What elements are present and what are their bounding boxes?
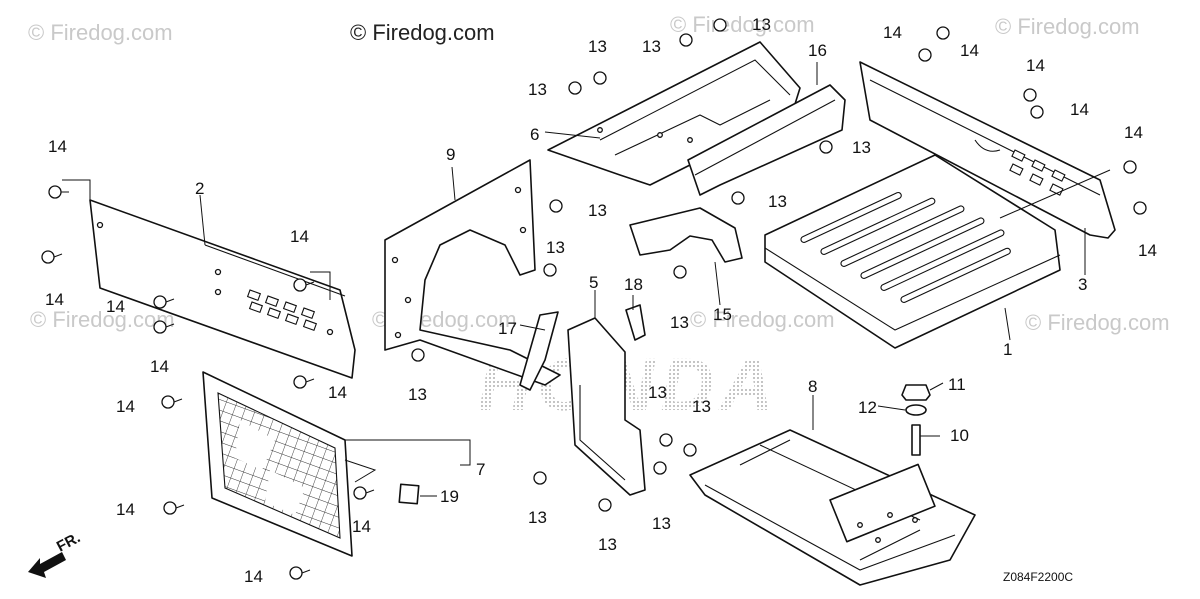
callout-13: 13 <box>588 201 607 220</box>
direction-label: FR. <box>54 529 83 555</box>
callout-13: 13 <box>652 514 671 533</box>
fastener-set <box>41 18 1147 580</box>
callout-14: 14 <box>150 357 169 376</box>
callout-14: 14 <box>244 567 263 586</box>
callout-13: 13 <box>546 238 565 257</box>
watermark: © Firedog.com <box>1025 310 1170 335</box>
callout-13: 13 <box>670 313 689 332</box>
callout-18: 18 <box>624 275 643 294</box>
leader-lines <box>62 62 1111 497</box>
right-side-panel <box>859 61 1116 239</box>
callout-13: 13 <box>408 385 427 404</box>
callout-14: 14 <box>1070 100 1089 119</box>
callout-14: 14 <box>352 517 371 536</box>
callout-13: 13 <box>642 37 661 56</box>
callout-13: 13 <box>852 138 871 157</box>
callout-15: 15 <box>713 305 732 324</box>
callout-13: 13 <box>768 192 787 211</box>
callout-7: 7 <box>476 460 485 479</box>
callout-13: 13 <box>692 397 711 416</box>
callout-14: 14 <box>116 397 135 416</box>
callout-14: 14 <box>48 137 67 156</box>
callout-3: 3 <box>1078 275 1087 294</box>
watermark: © Firedog.com <box>28 20 173 45</box>
rear-frame-plate <box>384 159 561 386</box>
watermark: © Firedog.com <box>995 14 1140 39</box>
inner-bracket <box>567 317 646 496</box>
left-side-panel <box>89 199 356 379</box>
callout-13: 13 <box>648 383 667 402</box>
callout-8: 8 <box>808 377 817 396</box>
callout-6: 6 <box>530 125 539 144</box>
callout-13: 13 <box>528 80 547 99</box>
watermark: © Firedog.com <box>670 12 815 37</box>
callout-17: 17 <box>498 319 517 338</box>
copyright-text: © Firedog.com <box>350 20 495 45</box>
shroud <box>629 207 743 263</box>
callout-13: 13 <box>528 508 547 527</box>
top-grille-cover <box>764 154 1061 349</box>
cover-bracket <box>687 84 846 196</box>
callout-14: 14 <box>106 297 125 316</box>
callout-14: 14 <box>290 227 309 246</box>
callout-14: 14 <box>116 500 135 519</box>
callout-10: 10 <box>950 426 969 445</box>
callout-12: 12 <box>858 398 877 417</box>
front-direction-arrow: FR. <box>28 529 83 578</box>
flange-nut <box>901 384 931 401</box>
callout-11: 11 <box>948 375 966 394</box>
watermark: © Firedog.com <box>30 307 175 332</box>
grille-label <box>398 483 420 505</box>
callout-5: 5 <box>589 273 598 292</box>
watermark: © Firedog.com <box>690 307 835 332</box>
callout-14: 14 <box>1138 241 1157 260</box>
base-frame <box>689 429 976 586</box>
callout-16: 16 <box>808 41 827 60</box>
diagram-code: Z084F2200C <box>1003 570 1073 584</box>
callout-labels: 1 2 3 5 6 7 8 9 10 11 12 15 16 17 18 19 … <box>45 15 1157 586</box>
callout-13: 13 <box>588 37 607 56</box>
callout-14: 14 <box>45 290 64 309</box>
front-grille <box>202 371 353 557</box>
seal-strip <box>519 311 559 391</box>
callout-2: 2 <box>195 179 204 198</box>
callout-14: 14 <box>1124 123 1143 142</box>
callout-19: 19 <box>440 487 459 506</box>
callout-13: 13 <box>752 15 771 34</box>
washer <box>905 404 927 416</box>
seal-pad <box>625 304 646 341</box>
callout-14: 14 <box>960 41 979 60</box>
callout-14: 14 <box>328 383 347 402</box>
callout-1: 1 <box>1003 340 1012 359</box>
callout-14: 14 <box>1026 56 1045 75</box>
callout-13: 13 <box>598 535 617 554</box>
callout-14: 14 <box>883 23 902 42</box>
callout-9: 9 <box>446 145 455 164</box>
stud-bolt <box>911 424 921 456</box>
